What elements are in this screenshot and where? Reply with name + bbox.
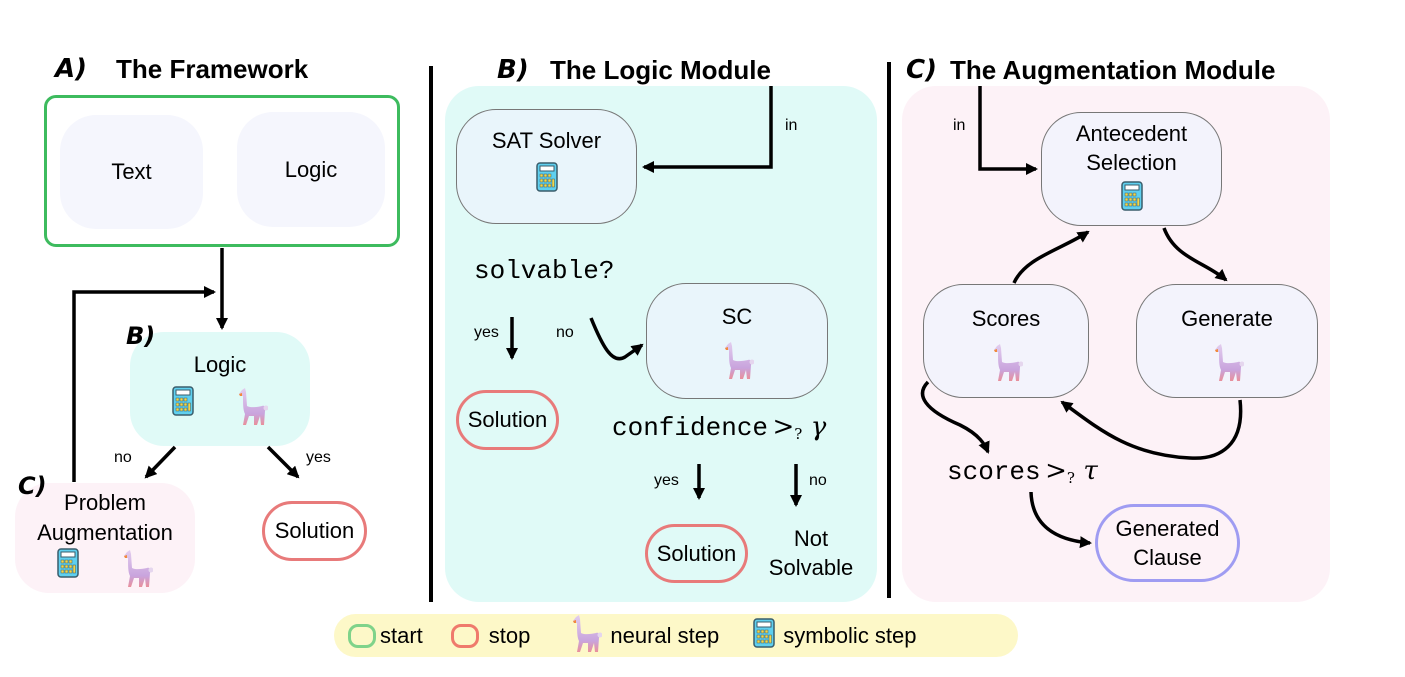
divider-left	[429, 66, 433, 602]
comparator-sub: ?	[794, 425, 803, 444]
not-solvable-line-1: Not	[793, 526, 829, 551]
comparator: >	[772, 412, 795, 442]
arrow-logic-no	[144, 445, 177, 479]
llama-icon	[1210, 342, 1245, 387]
llama-icon	[119, 548, 154, 593]
framework-solution-label: Solution	[274, 518, 355, 543]
comparator: >	[1045, 456, 1067, 486]
tau-symbol: τ	[1083, 456, 1098, 486]
legend-stop: stop	[450, 622, 531, 649]
generated-clause-node: Generated Clause	[1095, 504, 1240, 582]
llama-icon	[989, 342, 1024, 387]
legend-neural-label: neural step	[610, 622, 720, 648]
calculator-icon	[1120, 181, 1143, 216]
framework-augmentation-node: Problem Augmentation	[15, 483, 195, 593]
comparator-sub: ?	[1066, 469, 1075, 488]
legend-symbolic: symbolic step	[753, 617, 917, 654]
logic-input-label: Logic	[284, 156, 338, 182]
legend-neural: neural step	[568, 613, 719, 659]
framework-solution: Solution	[262, 501, 367, 561]
start-shape-icon	[348, 623, 376, 648]
legend-start: start	[348, 623, 423, 649]
solvable-test: solvable?	[474, 256, 615, 286]
llama-icon	[720, 340, 755, 385]
augmentation-label-2: Augmentation	[37, 520, 173, 545]
framework-edge-no: no	[114, 449, 132, 466]
text-input-label: Text	[111, 159, 152, 184]
sat-solver-node: SAT Solver	[456, 109, 637, 224]
generate-node: Generate	[1136, 284, 1318, 398]
text-input-box: Text	[60, 115, 203, 229]
calculator-icon	[172, 386, 194, 431]
generated-clause-line-2: Clause	[1133, 545, 1202, 570]
scores-test: scores >? τ	[947, 456, 1098, 487]
section-b-letter: B)	[497, 55, 529, 85]
logic-no-label: no	[556, 324, 574, 341]
gamma-symbol: γ	[810, 412, 827, 442]
logic-no-2-label: no	[809, 472, 827, 489]
generated-clause-line-1: Generated	[1115, 516, 1220, 541]
framework-augmentation-letter: C)	[18, 472, 47, 500]
legend: start stop neural step symbolic step	[334, 614, 1018, 657]
sc-label: SC	[721, 304, 753, 329]
section-a-letter: A)	[55, 54, 88, 84]
logic-yes-label: yes	[474, 324, 499, 341]
logic-in-label: in	[785, 117, 798, 134]
antecedent-selection-node: Antecedent Selection	[1041, 112, 1222, 226]
confidence-test: confidence >? γ	[612, 412, 826, 443]
augment-in-label: in	[953, 117, 966, 134]
legend-start-label: start	[380, 622, 423, 648]
calculator-icon	[753, 617, 775, 654]
section-c-letter: C)	[906, 55, 937, 85]
calculator-icon	[535, 162, 558, 197]
not-solvable-line-2: Solvable	[768, 555, 854, 580]
framework-logic-node: Logic	[130, 332, 310, 446]
section-a-title: The Framework	[116, 54, 309, 84]
antecedent-label-2: Selection	[1086, 150, 1177, 175]
confidence-label: confidence	[612, 413, 769, 443]
llama-icon	[568, 613, 603, 659]
stop-shape-icon	[450, 623, 479, 648]
sat-solver-label: SAT Solver	[491, 128, 602, 153]
logic-solution-2-label: Solution	[656, 540, 737, 566]
scores-node: Scores	[923, 284, 1089, 398]
sc-node: SC	[646, 283, 828, 399]
scores-label: Scores	[971, 306, 1041, 331]
logic-solution-1: Solution	[456, 390, 559, 450]
divider-right	[887, 62, 891, 598]
antecedent-label-1: Antecedent	[1075, 121, 1188, 146]
logic-yes-2-label: yes	[654, 472, 679, 489]
logic-input-box: Logic	[237, 112, 385, 227]
framework-logic-label: Logic	[193, 352, 247, 377]
legend-symbolic-label: symbolic step	[783, 622, 917, 648]
section-c-title: The Augmentation Module	[950, 55, 1276, 85]
framework-start-box	[44, 95, 400, 247]
llama-icon	[234, 386, 269, 431]
scores-test-label: scores	[947, 457, 1041, 487]
logic-solution-1-label: Solution	[467, 407, 548, 432]
framework-logic-letter: B)	[126, 322, 156, 350]
logic-solution-2: Solution	[645, 524, 748, 583]
calculator-icon	[57, 548, 79, 593]
generate-label: Generate	[1181, 306, 1273, 331]
arrow-logic-yes	[266, 445, 300, 479]
legend-stop-label: stop	[488, 622, 531, 648]
section-b-title: The Logic Module	[550, 55, 771, 85]
augmentation-label-1: Problem	[64, 490, 146, 515]
not-solvable-label: Not Solvable	[756, 524, 866, 582]
framework-edge-yes: yes	[306, 449, 331, 466]
